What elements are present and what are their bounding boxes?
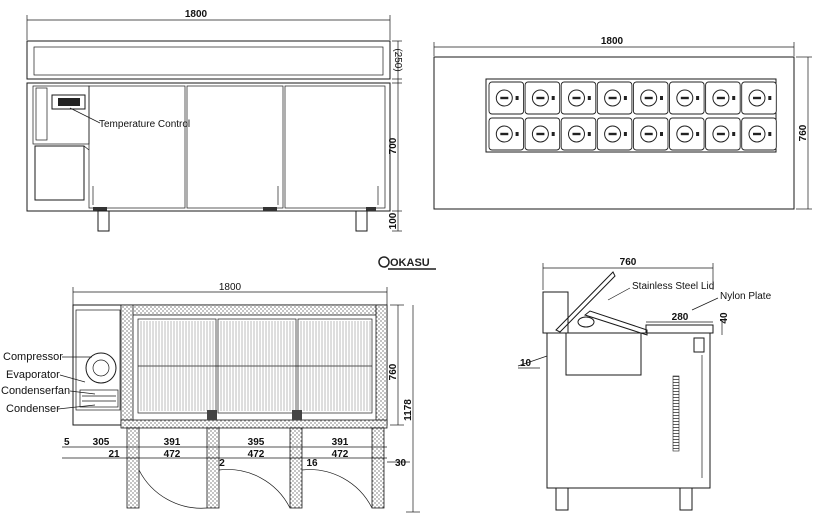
pan-lid-knob	[568, 89, 585, 107]
side-edge-dim: 10	[520, 358, 532, 369]
pan-lid-handle	[753, 132, 761, 136]
plan-dim-2: 2	[219, 458, 225, 469]
pan-lid-handle	[536, 132, 545, 136]
pan-lid-handle	[572, 132, 581, 136]
pan-lid-knob	[712, 89, 730, 107]
plan-open-depth-dim: 1178	[403, 399, 414, 421]
pan-grid	[488, 81, 777, 151]
logo: OKASU	[378, 256, 436, 270]
pan-lid-knob	[676, 89, 694, 107]
logo-text: OKASU	[390, 257, 430, 269]
pan-tab	[768, 96, 772, 100]
front-body-dim: 700	[388, 137, 399, 154]
condenser-label: Condenser	[6, 403, 60, 415]
pan-lid-handle	[680, 132, 689, 136]
pan-lid-handle	[608, 96, 617, 100]
nylon-plate-label: Nylon Plate	[720, 291, 772, 302]
pan-lid-knob	[604, 125, 622, 143]
pan-tab	[515, 132, 519, 136]
pan-tab	[623, 132, 627, 136]
condenserfan-label: Condenserfan	[1, 385, 70, 397]
pan-tab	[732, 132, 736, 136]
nylon-plate-width-dim: 280	[672, 312, 689, 323]
evaporator-label: Evaporator	[6, 369, 60, 381]
plan-dim-472a: 472	[164, 449, 181, 460]
top-view: 1800 760	[433, 36, 812, 210]
pan-lid-handle	[536, 96, 545, 100]
plan-dim-472b: 472	[248, 449, 265, 460]
pan-lid-knob	[568, 125, 585, 143]
pan-lid-handle	[644, 96, 653, 100]
plan-dim-305: 305	[93, 437, 110, 448]
pan-lid-handle	[572, 96, 581, 100]
pan-lid-knob	[748, 89, 766, 107]
plan-dim-16: 16	[306, 458, 318, 469]
front-leg-dim: 100	[388, 212, 399, 229]
pan-lid-handle	[608, 132, 617, 136]
pan-lid-knob	[495, 89, 513, 107]
plan-dim-5: 5	[64, 437, 70, 448]
pan-tab	[732, 96, 736, 100]
plan-view: 1800 Compressor Evaporator Condenserfan …	[1, 282, 420, 513]
pan-lid-handle	[680, 96, 689, 100]
plan-dim-391b: 391	[332, 437, 349, 448]
front-view: 1800 (250) Temperature Control	[26, 9, 403, 232]
pan-lid-knob	[676, 125, 694, 143]
pan-tab	[551, 96, 555, 100]
side-view: 760 Stainless Steel Lid Nylon Plate 280 …	[517, 257, 772, 511]
pan-tab	[768, 132, 772, 136]
top-depth-dim: 760	[798, 124, 809, 141]
pan-tab	[587, 132, 591, 136]
front-width-dim: 1800	[185, 9, 208, 20]
pan-tab	[660, 132, 663, 136]
plan-dim-30: 30	[395, 458, 407, 469]
pan-lid-handle	[500, 96, 509, 100]
pan-tab	[515, 96, 519, 100]
front-lid-dim: (250)	[392, 48, 403, 71]
shelf-lines	[140, 321, 371, 411]
plan-dim-21: 21	[108, 449, 120, 460]
stainless-steel-lid-label: Stainless Steel Lid	[632, 281, 714, 292]
pan-lid-knob	[712, 125, 730, 143]
temperature-control-label: Temperature Control	[99, 119, 190, 130]
pan-lid-knob	[495, 125, 513, 143]
side-depth-dim: 760	[620, 257, 637, 268]
pan-lid-knob	[748, 125, 766, 143]
pan-lid-handle	[500, 132, 509, 136]
pan-tab	[696, 96, 700, 100]
pan-lid-knob	[531, 125, 549, 143]
pan-lid-handle	[644, 132, 653, 136]
pan-lid-handle	[753, 96, 761, 100]
plan-depth-dim: 760	[388, 363, 399, 380]
plan-dim-391a: 391	[164, 437, 181, 448]
plan-dim-395: 395	[248, 437, 265, 448]
nylon-plate-height-dim: 40	[719, 312, 730, 324]
pan-lid-handle	[716, 96, 725, 100]
pan-tab	[551, 132, 555, 136]
plan-width-dim: 1800	[219, 282, 242, 293]
pan-tab	[623, 96, 627, 100]
pan-lid-knob	[640, 125, 658, 143]
pan-lid-knob	[640, 89, 658, 107]
pan-lid-handle	[716, 132, 725, 136]
pan-tab	[696, 132, 700, 136]
compressor-label: Compressor	[3, 351, 63, 363]
pan-lid-knob	[604, 89, 622, 107]
pan-tab	[587, 96, 591, 100]
plan-dim-472c: 472	[332, 449, 349, 460]
pan-tab	[660, 96, 663, 100]
pan-lid-knob	[531, 89, 549, 107]
top-width-dim: 1800	[601, 36, 624, 47]
